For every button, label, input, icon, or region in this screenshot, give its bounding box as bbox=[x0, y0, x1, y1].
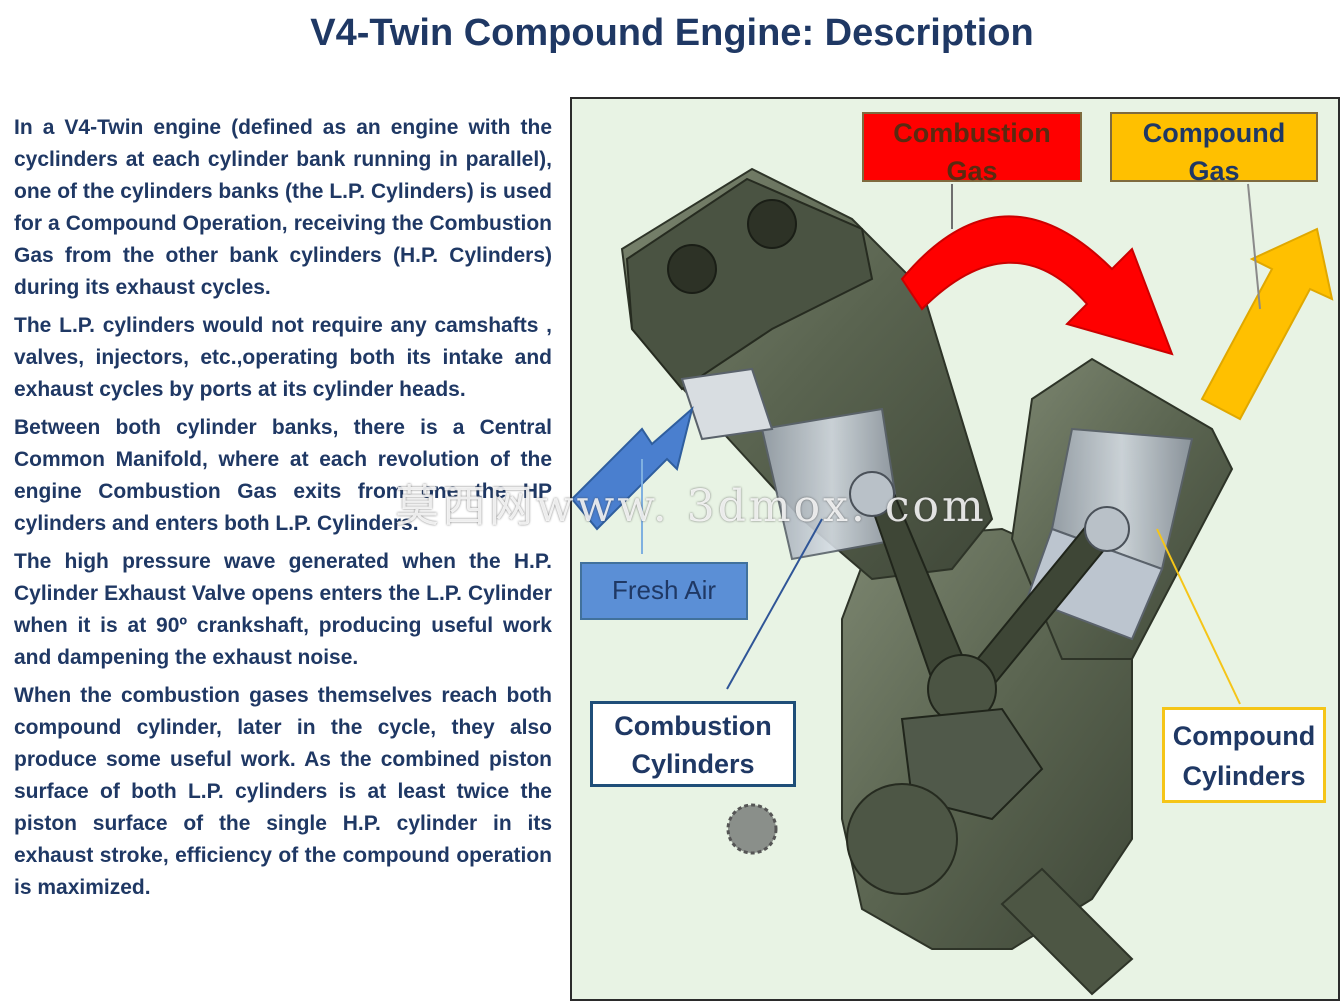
paragraph-3: Between both cylinder banks, there is a … bbox=[14, 416, 552, 535]
compound-cylinders-label: Compound Cylinders bbox=[1162, 707, 1326, 803]
combustion-gas-label-line1: Combustion bbox=[893, 118, 1051, 148]
compound-gas-label-line2: Gas bbox=[1188, 156, 1240, 186]
wrist-pin-right bbox=[1084, 506, 1130, 552]
leader-combustion-cylinders bbox=[726, 518, 823, 690]
leader-compound-gas bbox=[1247, 183, 1261, 310]
engine-diagram: Combustion Gas Compound Gas Fresh Air Co… bbox=[570, 97, 1340, 1001]
combustion-cylinders-label-line1: Combustion bbox=[614, 711, 772, 741]
valve-left-1 bbox=[667, 244, 717, 294]
small-gear bbox=[726, 803, 778, 855]
compound-cylinders-label-line1: Compound bbox=[1172, 721, 1316, 751]
compound-gas-arrow bbox=[1200, 227, 1334, 421]
paragraph-5: When the combustion gases themselves rea… bbox=[14, 684, 552, 899]
output-shaft bbox=[1000, 867, 1134, 996]
combustion-gas-label-line2: Gas bbox=[946, 156, 998, 186]
watermark: 莫西网www. 3dmox. com bbox=[395, 481, 987, 532]
compound-cylinders-label-line2: Cylinders bbox=[1182, 761, 1306, 791]
flywheel bbox=[846, 783, 958, 895]
description-text: In a V4-Twin engine (defined as an engin… bbox=[14, 112, 552, 910]
combustion-gas-label: Combustion Gas bbox=[862, 112, 1082, 186]
page-title: V4-Twin Compound Engine: Description bbox=[310, 12, 1034, 54]
combustion-cylinders-label: Combustion Cylinders bbox=[590, 701, 796, 787]
combustion-gas-arrow bbox=[900, 215, 1174, 356]
intake-port bbox=[680, 367, 774, 441]
leader-compound-cylinders bbox=[1156, 528, 1241, 705]
paragraph-1: In a V4-Twin engine (defined as an engin… bbox=[14, 116, 552, 299]
compound-gas-label-line1: Compound bbox=[1142, 118, 1286, 148]
compound-gas-label: Compound Gas bbox=[1110, 112, 1318, 186]
valve-left-2 bbox=[747, 199, 797, 249]
paragraph-4: The high pressure wave generated when th… bbox=[14, 550, 552, 669]
engine-illustration bbox=[572, 167, 1334, 996]
paragraph-2: The L.P. cylinders would not require any… bbox=[14, 314, 552, 401]
fresh-air-arrow bbox=[572, 406, 694, 531]
fresh-air-label: Fresh Air bbox=[580, 562, 748, 620]
combustion-cylinders-label-line2: Cylinders bbox=[631, 749, 755, 779]
wrist-pin-left bbox=[849, 471, 895, 517]
left-cylinder-head bbox=[625, 177, 874, 391]
